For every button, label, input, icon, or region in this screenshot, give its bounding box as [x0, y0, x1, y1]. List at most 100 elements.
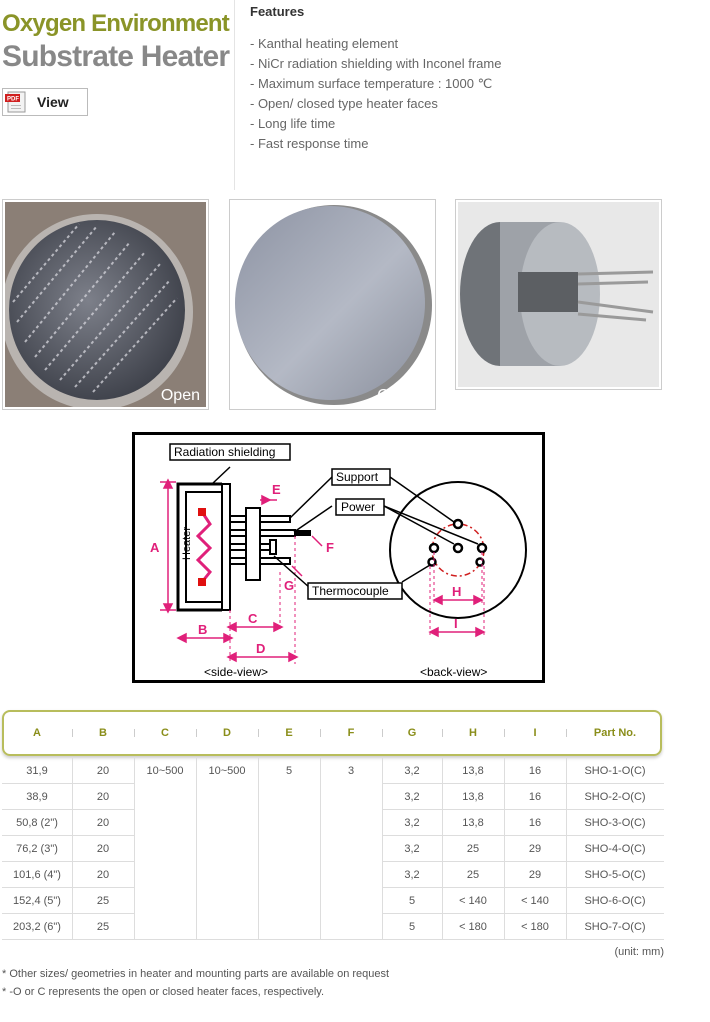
row-divider: [382, 835, 664, 836]
cell-a: 76,2 (3"): [16, 843, 58, 855]
header-separator: [382, 729, 383, 737]
cell-part: SHO-7-O(C): [584, 921, 646, 933]
heater-dimension-diagram: Radiation shielding Support Power Thermo…: [132, 432, 545, 683]
svg-text:E: E: [272, 482, 281, 497]
cell-i: 29: [528, 843, 542, 855]
svg-text:Radiation shielding: Radiation shielding: [174, 445, 275, 459]
svg-text:I: I: [454, 616, 458, 631]
col-header-d: D: [223, 727, 231, 739]
cell-g: 3,2: [404, 869, 420, 881]
cell-b: 20: [96, 843, 110, 855]
svg-text:H: H: [452, 584, 461, 599]
cell-c-shared: 10~500: [146, 765, 184, 777]
column-divider-line: [258, 758, 259, 940]
cell-b: 20: [96, 791, 110, 803]
row-divider: [2, 783, 134, 784]
view-label: View: [37, 94, 69, 110]
col-header-b: B: [99, 727, 107, 739]
col-header-g: G: [407, 727, 417, 739]
svg-text:Support: Support: [336, 470, 379, 484]
cell-b: 20: [96, 869, 110, 881]
cell-part: SHO-2-O(C): [584, 791, 646, 803]
column-divider-line: [320, 758, 321, 940]
view-pdf-button[interactable]: PDF View: [2, 88, 88, 116]
cell-i: 16: [528, 765, 542, 777]
feature-item: - Maximum surface temperature : 1000 ℃: [250, 76, 493, 91]
cell-h: 13,8: [462, 817, 484, 829]
cell-h: 25: [466, 869, 480, 881]
svg-text:G: G: [284, 578, 294, 593]
header-separator: [72, 729, 73, 737]
header-separator: [442, 729, 443, 737]
feature-item: - Long life time: [250, 116, 336, 131]
header-separator: [196, 729, 197, 737]
cell-g: 5: [408, 895, 416, 907]
row-divider: [382, 887, 664, 888]
svg-text:D: D: [256, 641, 265, 656]
svg-text:F: F: [326, 540, 334, 555]
unit-label: (unit: mm): [614, 946, 665, 958]
cell-g: 3,2: [404, 817, 420, 829]
cell-g: 3,2: [404, 791, 420, 803]
page-title-line2: Substrate Heater: [2, 40, 230, 73]
column-divider-line: [442, 758, 443, 940]
column-divider-line: [134, 758, 135, 940]
header-separator: [320, 729, 321, 737]
photo-label-open: Open: [160, 387, 200, 404]
header-separator: [566, 729, 567, 737]
svg-text:Thermocouple: Thermocouple: [312, 584, 389, 598]
footnote-2: * -O or C represents the open or closed …: [2, 986, 325, 998]
cell-h: 25: [466, 843, 480, 855]
photo-back-heater: [455, 199, 662, 390]
col-header-i: I: [533, 727, 537, 739]
cell-g: 3,2: [404, 765, 420, 777]
photo-closed-heater: Closed: [229, 199, 436, 410]
row-divider: [2, 887, 134, 888]
col-header-a: A: [33, 727, 41, 739]
column-divider-line: [72, 758, 73, 940]
col-header-h: H: [469, 727, 477, 739]
svg-text:Heater: Heater: [181, 527, 193, 560]
header-separator: [134, 729, 135, 737]
row-divider: [2, 835, 134, 836]
cell-b: 20: [96, 817, 110, 829]
cell-a: 50,8 (2"): [16, 817, 58, 829]
column-divider-line: [504, 758, 505, 940]
row-divider: [382, 913, 664, 914]
cell-e-shared: 5: [285, 765, 293, 777]
cell-a: 31,9: [26, 765, 48, 777]
column-divider-line: [382, 758, 383, 940]
cell-d-shared: 10~500: [208, 765, 246, 777]
cell-b: 25: [96, 921, 110, 933]
features-heading: Features: [250, 4, 305, 19]
svg-text:A: A: [150, 540, 160, 555]
page-title-line1: Oxygen Environment: [2, 10, 230, 37]
cell-a: 203,2 (6"): [13, 921, 61, 933]
cell-h: < 180: [459, 921, 487, 933]
row-divider: [382, 861, 664, 862]
svg-text:B: B: [198, 622, 207, 637]
cell-i: 16: [528, 817, 542, 829]
svg-text:<side-view>: <side-view>: [204, 665, 268, 679]
cell-a: 38,9: [26, 791, 48, 803]
column-divider-line: [196, 758, 197, 940]
cell-part: SHO-5-O(C): [584, 869, 646, 881]
cell-part: SHO-3-O(C): [584, 817, 646, 829]
cell-b: 25: [96, 895, 110, 907]
svg-text:PDF: PDF: [7, 97, 19, 103]
column-divider-line: [566, 758, 567, 940]
feature-item: - Open/ closed type heater faces: [250, 96, 438, 111]
cell-part: SHO-4-O(C): [584, 843, 646, 855]
row-divider: [2, 939, 664, 940]
row-divider: [2, 861, 134, 862]
cell-g: 3,2: [404, 843, 420, 855]
col-header-c: C: [161, 727, 169, 739]
footnote-1: * Other sizes/ geometries in heater and …: [2, 968, 390, 980]
header-separator: [504, 729, 505, 737]
photo-label-closed: Closed: [377, 387, 427, 404]
table-header: [2, 710, 662, 756]
column-divider: [234, 0, 235, 190]
cell-i: 16: [528, 791, 542, 803]
row-divider: [382, 809, 664, 810]
cell-a: 152,4 (5"): [13, 895, 61, 907]
